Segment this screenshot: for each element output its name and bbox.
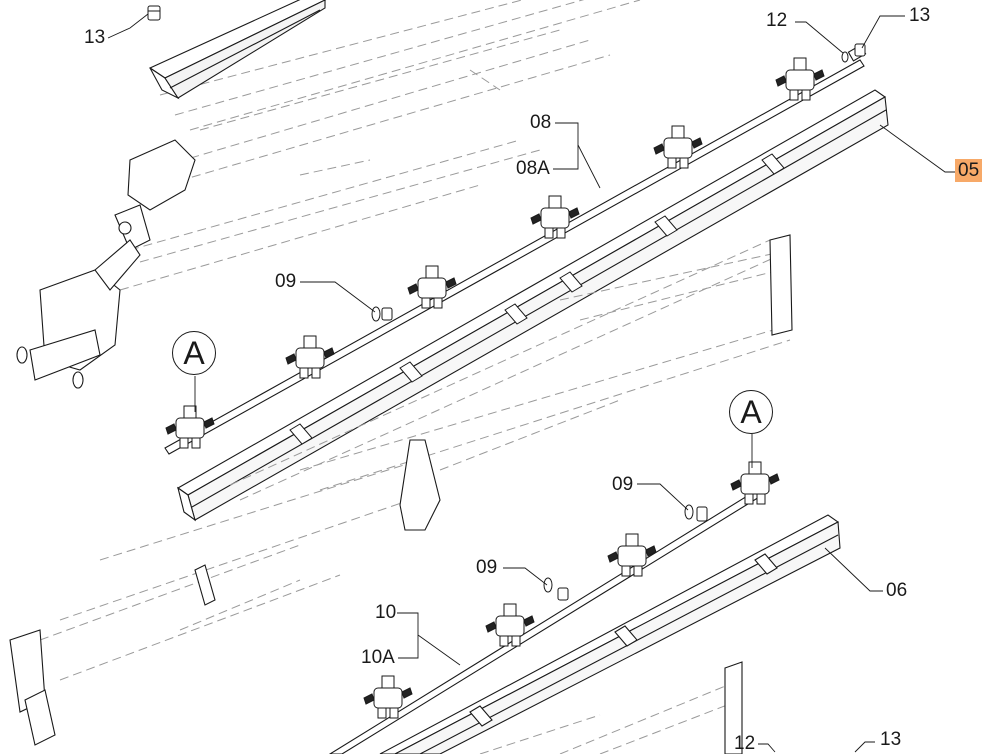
nozzle-bodies-lower [363, 461, 780, 719]
callout-10a[interactable]: 10A [361, 647, 395, 668]
dashed-frame-upper [119, 0, 641, 291]
callout-12-top[interactable]: 12 [766, 10, 788, 31]
top-tray-partial [148, 0, 327, 100]
callout-12-bottom[interactable]: 12 [734, 733, 756, 754]
callout-13-top-right[interactable]: 13 [909, 5, 931, 26]
dashed-frame-lower [479, 679, 741, 754]
fitting-13-top-left [147, 5, 161, 21]
leader-lines [107, 13, 956, 753]
dashed-frame-middle [39, 239, 791, 681]
callout-09-upper[interactable]: 09 [275, 271, 297, 292]
callout-13-bottom[interactable]: 13 [880, 729, 902, 750]
detail-marker-a-right[interactable]: A [729, 390, 773, 434]
callout-08[interactable]: 08 [530, 112, 552, 133]
tray-05 [176, 89, 889, 522]
callout-13-top-left[interactable]: 13 [84, 27, 106, 48]
frame-lower-right-solid [724, 661, 743, 754]
tray-06 [379, 514, 841, 754]
callout-08a[interactable]: 08A [516, 158, 550, 179]
callout-09-right[interactable]: 09 [612, 474, 634, 495]
callout-05-highlighted[interactable]: 05 [955, 159, 983, 182]
frame-middle-solid [9, 234, 793, 746]
detail-marker-a-left[interactable]: A [172, 331, 216, 375]
frame-mount-upper-left [16, 139, 196, 389]
callout-06[interactable]: 06 [886, 580, 908, 601]
callout-10[interactable]: 10 [375, 602, 397, 623]
nozzle-bodies-upper [165, 57, 825, 449]
callout-09-lower[interactable]: 09 [476, 557, 498, 578]
